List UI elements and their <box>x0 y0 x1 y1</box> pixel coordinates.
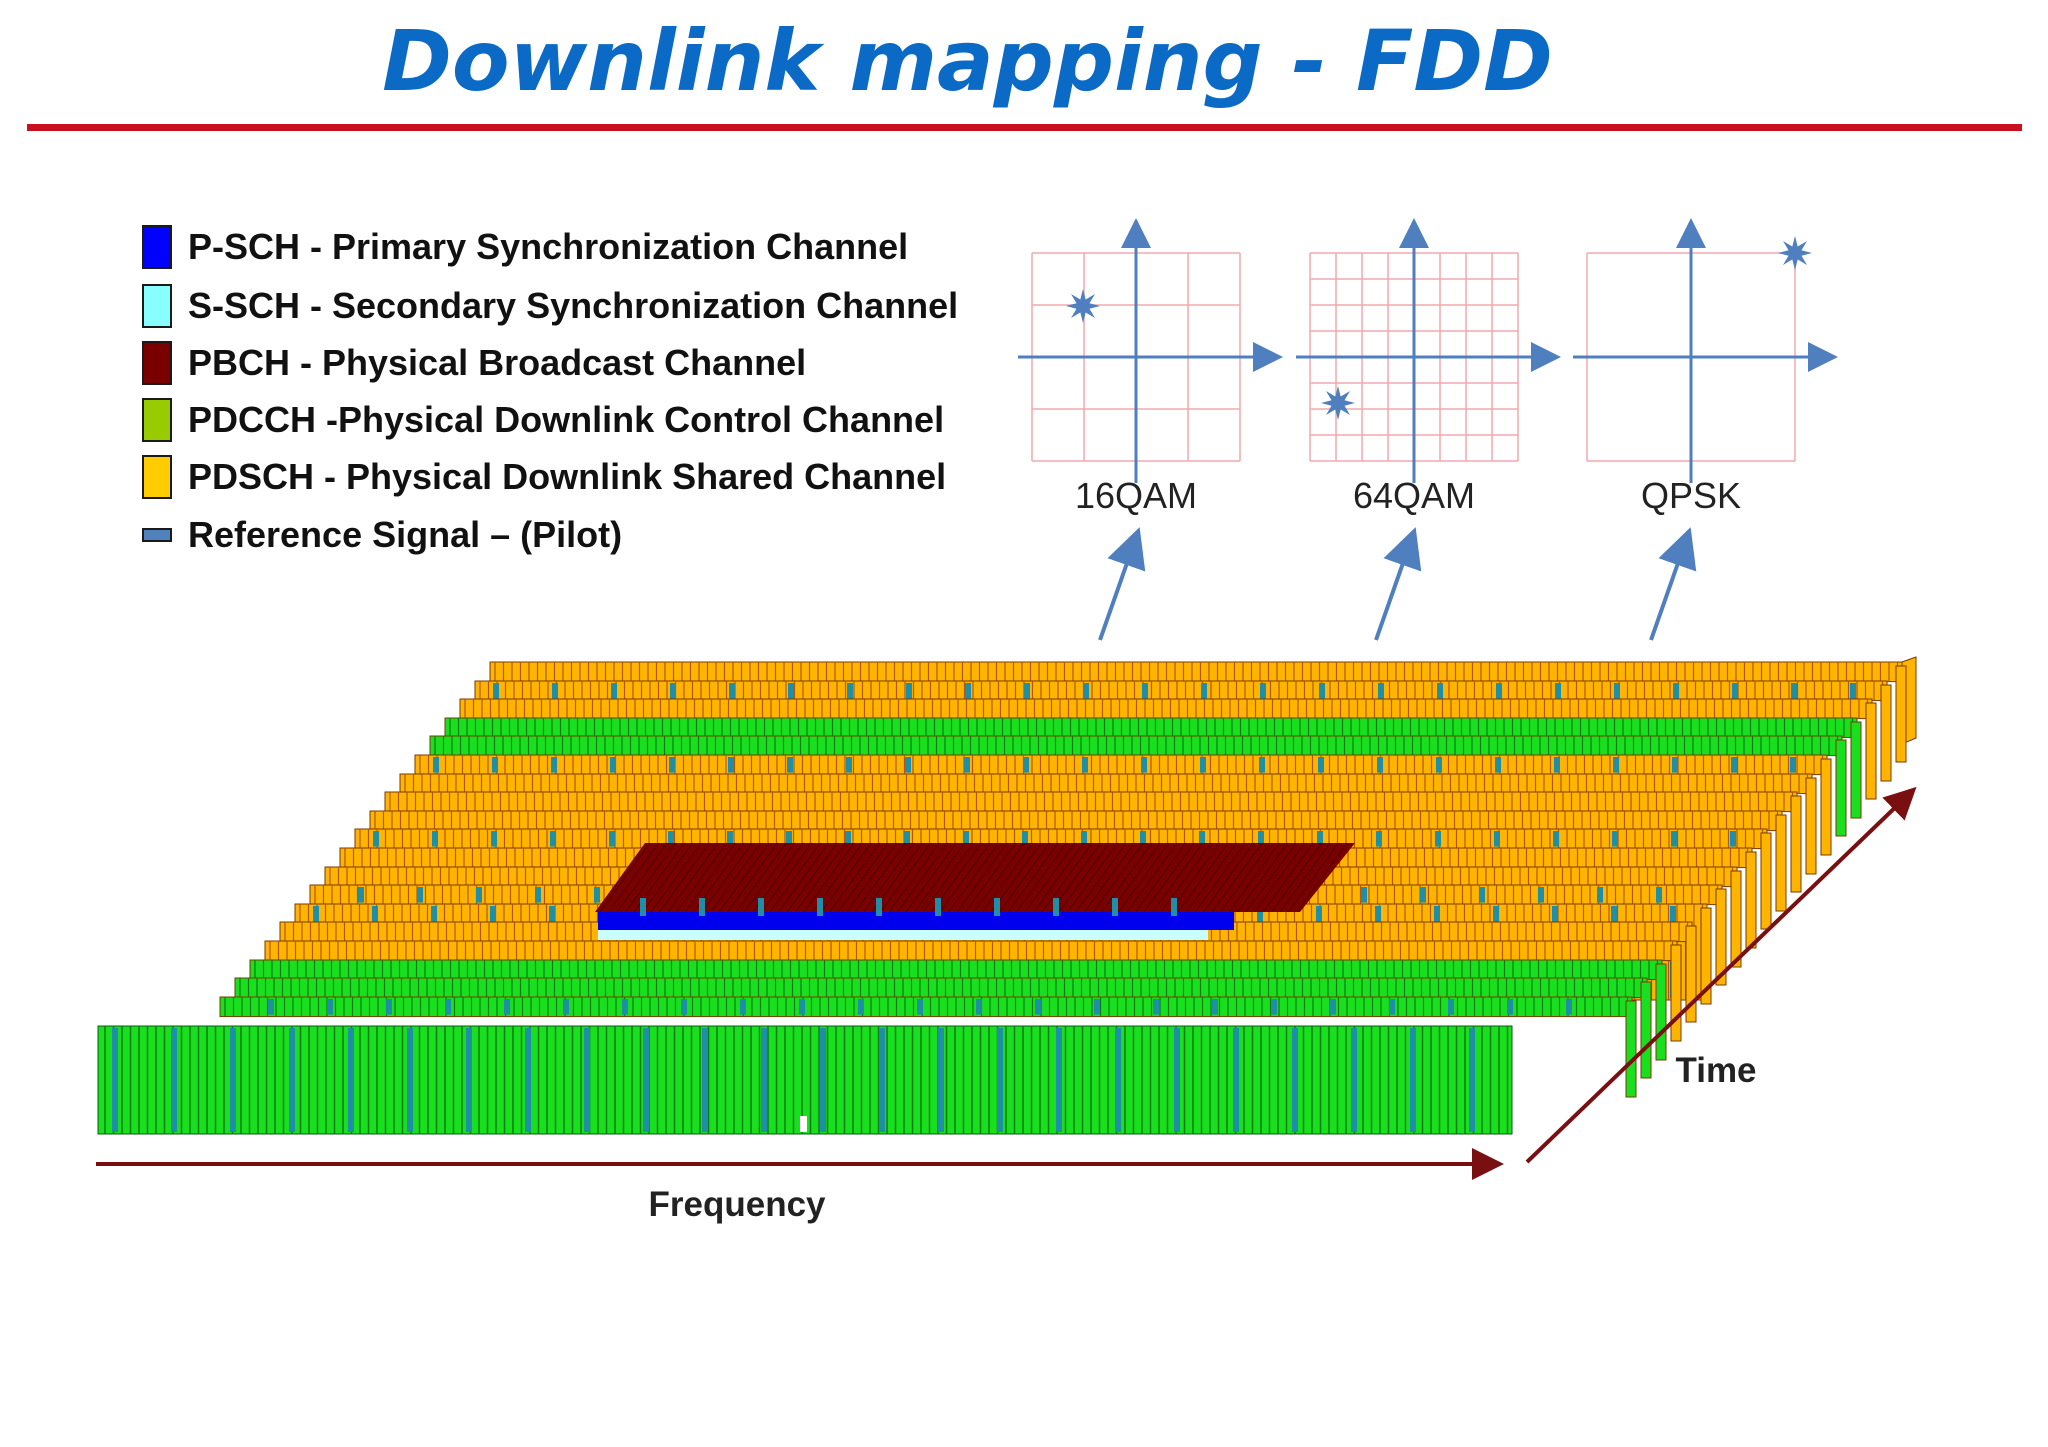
legend-swatch-reference <box>142 528 172 542</box>
constellation-point-icon <box>1066 289 1100 323</box>
page-title: Downlink mapping - FDD <box>382 12 1553 110</box>
legend-swatch-pbch <box>142 341 172 385</box>
legend-label-psch: P-SCH - Primary Synchronization Channel <box>188 226 909 267</box>
pdsch-slice <box>474 680 1888 702</box>
pointer-arrow-16qam <box>1098 527 1146 641</box>
title-underline <box>27 124 2022 131</box>
legend-item-pdsch: PDSCH - Physical Downlink Shared Channel <box>142 452 946 502</box>
constellation-qpsk: QPSK <box>1573 218 1838 516</box>
legend-label-pdcch: PDCCH -Physical Downlink Control Channel <box>188 399 945 440</box>
pdsch-slice <box>399 773 1813 795</box>
constellation-point-icon <box>1778 236 1812 270</box>
legend-item-reference: Reference Signal – (Pilot) <box>142 510 622 560</box>
legend-item-psch: P-SCH - Primary Synchronization Channel <box>142 222 908 272</box>
pointer-arrow-64qam <box>1374 527 1422 641</box>
legend-swatch-ssch <box>142 284 172 328</box>
pdcch-slice <box>234 977 1648 999</box>
resource-element-stack <box>97 656 1917 1135</box>
time-depth-faces <box>1625 665 1907 1098</box>
legend-label-pdsch: PDSCH - Physical Downlink Shared Channel <box>188 456 947 497</box>
time-axis-label: Time <box>1675 1051 1756 1090</box>
legend-swatch-pdsch <box>142 455 172 499</box>
pdsch-slice <box>414 754 1828 776</box>
legend-item-pbch: PBCH - Physical Broadcast Channel <box>142 338 806 388</box>
legend-label-reference: Reference Signal – (Pilot) <box>188 514 623 555</box>
legend-item-ssch: S-SCH - Secondary Synchronization Channe… <box>142 281 958 331</box>
pdsch-slice <box>384 791 1798 813</box>
pbch-region <box>595 842 1355 913</box>
time-axis-arrow <box>1525 786 1917 1164</box>
legend-swatch-psch <box>142 225 172 269</box>
pdcch-slice <box>249 959 1663 981</box>
constellation-label: 64QAM <box>1353 475 1475 516</box>
pdsch-slice <box>264 940 1678 962</box>
legend-swatch-pdcch <box>142 398 172 442</box>
constellation-label: 16QAM <box>1075 475 1197 516</box>
constellation-panels: 16QAM 64QAM QPSK <box>1018 218 1838 516</box>
pdcch-slice <box>429 735 1843 757</box>
pointer-arrow-qpsk <box>1649 527 1697 641</box>
sync-band <box>598 898 1234 940</box>
front-green-face <box>97 1025 1513 1135</box>
constellation-64qam: 64QAM <box>1296 218 1561 516</box>
legend-label-ssch: S-SCH - Secondary Synchronization Channe… <box>188 285 959 326</box>
pdsch-slice <box>369 810 1783 832</box>
pdsch-slice <box>459 698 1873 720</box>
frequency-axis-label: Frequency <box>649 1185 827 1224</box>
legend-label-pbch: PBCH - Physical Broadcast Channel <box>188 342 807 383</box>
constellation-label: QPSK <box>1641 475 1741 516</box>
constellation-16qam: 16QAM <box>1018 218 1283 516</box>
pdcch-slice <box>219 996 1633 1018</box>
constellation-point-icon <box>1321 386 1355 420</box>
pointer-arrows <box>1098 527 1697 641</box>
pdcch-slice <box>444 717 1858 739</box>
legend-item-pdcch: PDCCH -Physical Downlink Control Channel <box>142 395 944 445</box>
